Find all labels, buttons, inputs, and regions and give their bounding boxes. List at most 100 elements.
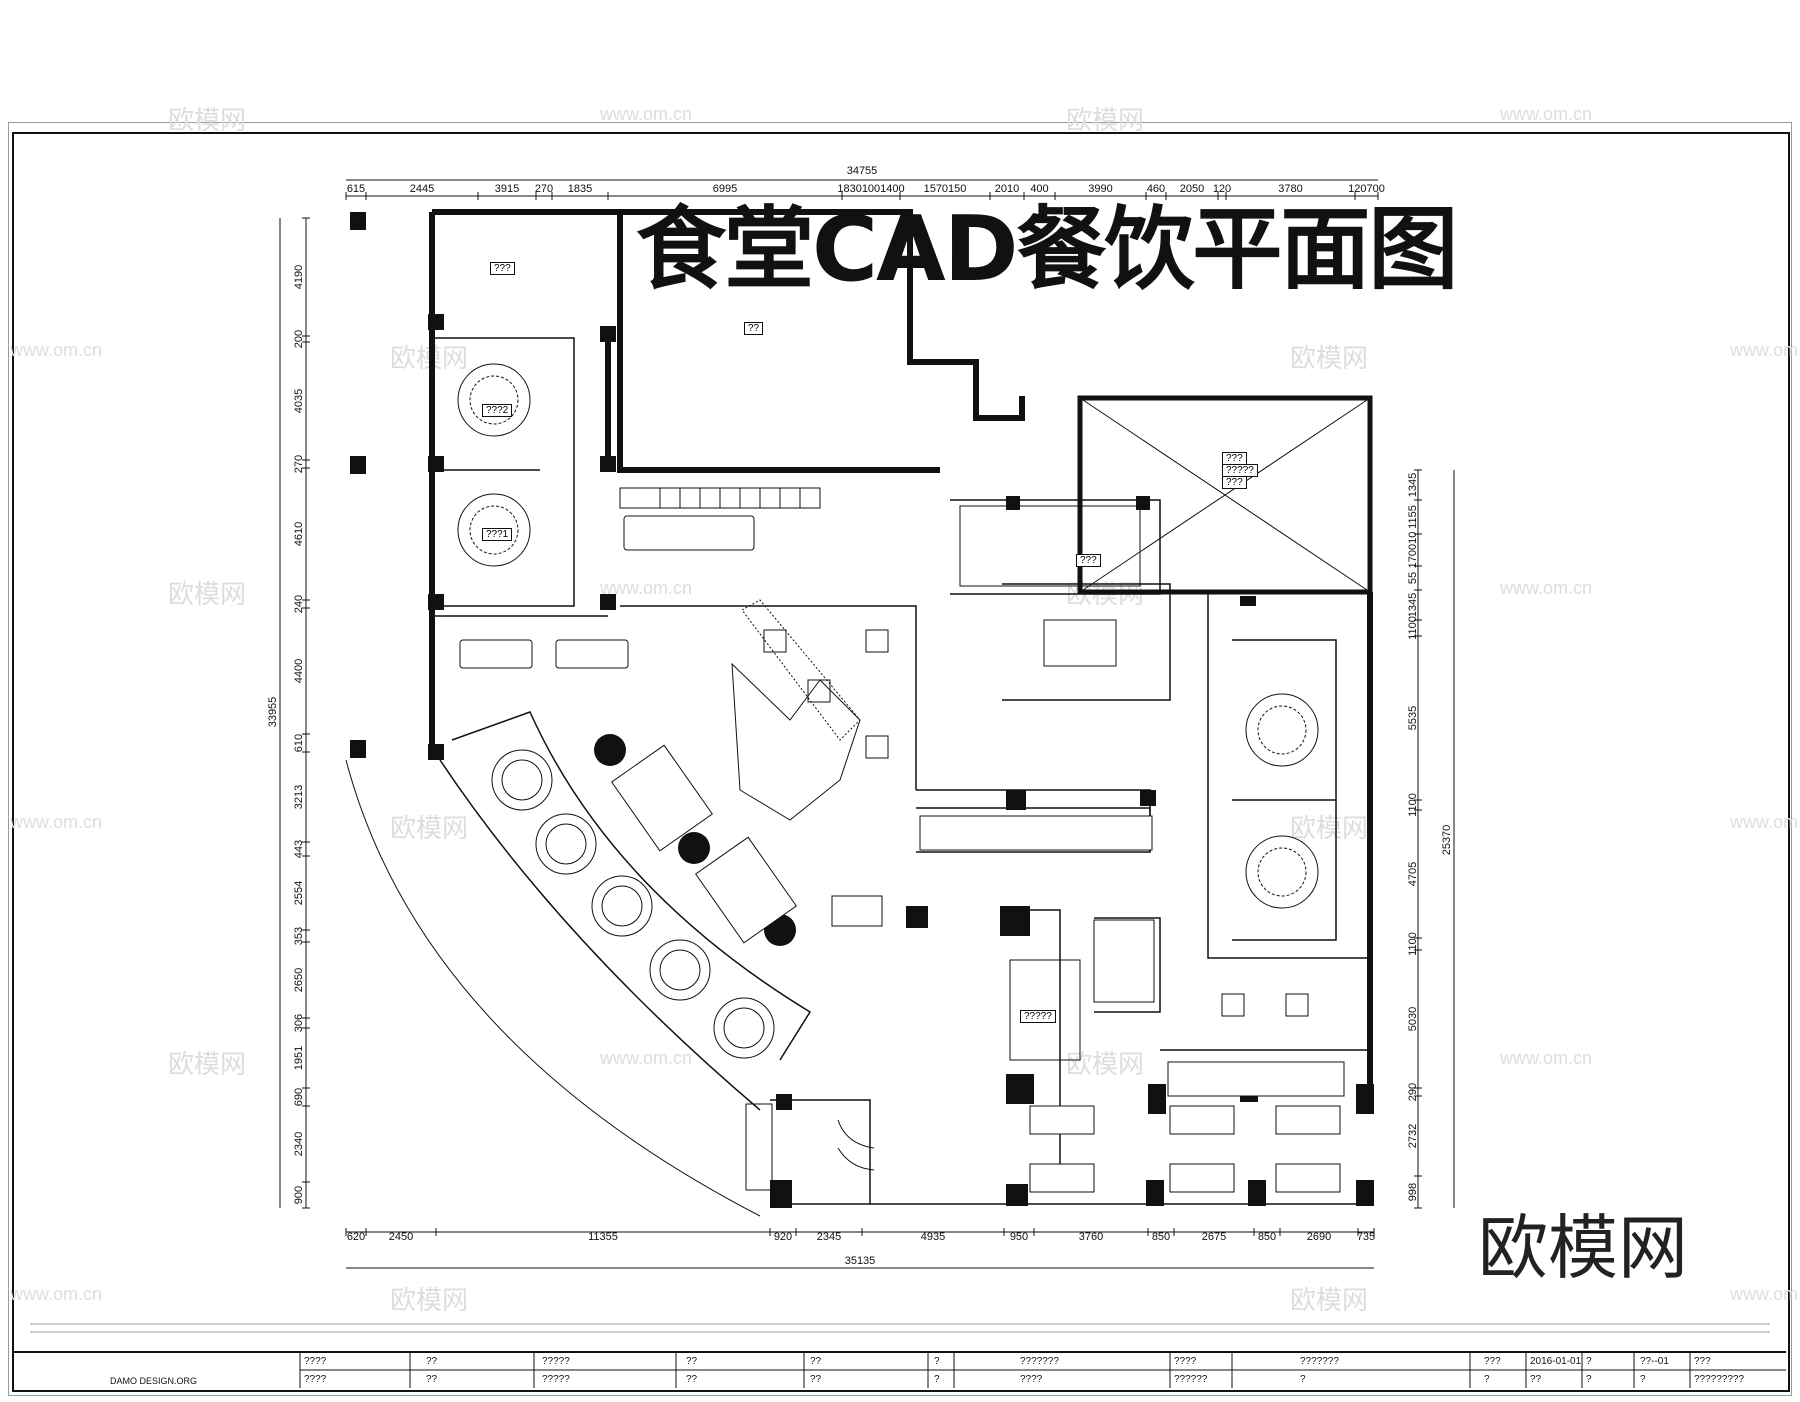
dimension-left: 306	[293, 1014, 305, 1032]
columns	[350, 212, 1374, 1208]
title-block-cell: ??	[810, 1356, 822, 1367]
brand-logo: 欧模网	[1478, 1207, 1688, 1289]
dimension-left: 4035	[293, 389, 305, 413]
dimension-bottom: 620	[347, 1231, 365, 1243]
title-block-cell: ?????????	[1694, 1374, 1745, 1385]
dimension-left: 443	[293, 840, 305, 858]
watermark: 欧模网	[168, 106, 247, 136]
title-block-cell: ?	[1300, 1374, 1306, 1385]
watermark-url: www.om.cn	[1500, 104, 1593, 124]
title-block-cell: ??	[810, 1374, 822, 1385]
title-block-cell: ???	[1694, 1356, 1711, 1367]
title-block-cell: ????	[304, 1374, 327, 1385]
dimension-right: 1100	[1407, 616, 1419, 640]
dimension-top: 120700	[1348, 183, 1385, 195]
title-block-cell: ?	[1586, 1356, 1592, 1367]
title-block-cell: ??	[1530, 1374, 1542, 1385]
dimension-right: 5030	[1407, 1007, 1419, 1031]
title-block-cell: ?	[1640, 1374, 1646, 1385]
dimension-top: 460	[1147, 183, 1165, 195]
title-block-cell: ??????	[1174, 1374, 1208, 1385]
dimension-total-right: 25370	[1441, 825, 1453, 856]
dimension-left: 690	[293, 1088, 305, 1106]
rect-tables	[459, 515, 1345, 1193]
watermark-url: www.om.cn	[600, 1048, 693, 1068]
room-label: ???1	[482, 528, 513, 541]
dimension-left: 4190	[293, 265, 305, 289]
room-label: ?????	[1020, 1010, 1056, 1023]
title-block-cell: ??--01	[1640, 1356, 1669, 1367]
room-label: ???	[1222, 476, 1247, 489]
watermark-url: www.om.cn	[1730, 340, 1800, 360]
title-block-cell: ???????	[1020, 1356, 1059, 1367]
dimension-total-top: 34755	[847, 165, 878, 177]
dimension-left: 610	[293, 734, 305, 752]
stair-area	[619, 397, 1371, 593]
dimension-right: 290	[1407, 1083, 1419, 1101]
dimension-right: 2732	[1407, 1124, 1419, 1148]
dimension-bottom: 2345	[817, 1231, 841, 1243]
dimension-left: 270	[293, 455, 305, 473]
watermark: 欧模网	[390, 1286, 469, 1316]
dimension-left: 240	[293, 595, 305, 613]
dimension-right: 1155	[1407, 505, 1419, 529]
room-label: ???	[490, 262, 515, 275]
outer-walls	[429, 209, 1373, 1090]
watermark-url: www.om.cn	[10, 812, 103, 832]
watermark: 欧模网	[168, 580, 247, 610]
title-block-cell: ??	[426, 1356, 438, 1367]
title-block-cell: ???????	[1300, 1356, 1339, 1367]
room-label: ???2	[482, 404, 513, 417]
watermark-url: www.om.cn	[1500, 1048, 1593, 1068]
drawing-title: 食堂CAD餐饮平面图	[636, 197, 1458, 302]
dimension-right: 4705	[1407, 862, 1419, 886]
dimension-lines	[279, 179, 1455, 1269]
dimension-bottom: 4935	[921, 1231, 945, 1243]
watermark: 欧模网	[1290, 1286, 1369, 1316]
title-block-cell: ??	[686, 1356, 698, 1367]
dimension-right: 55	[1407, 572, 1419, 584]
dimension-top: 18301001400	[837, 183, 904, 195]
watermark-url: www.om.cn	[1730, 1284, 1800, 1304]
dimension-bottom: 3760	[1079, 1231, 1103, 1243]
service-areas	[731, 505, 1155, 1191]
watermark-url: www.om.cn	[600, 578, 693, 598]
dimension-bottom: 735	[1357, 1231, 1375, 1243]
watermark: 欧模网	[1066, 1050, 1145, 1080]
dimension-top: 400	[1030, 183, 1048, 195]
dimension-bottom: 2675	[1202, 1231, 1226, 1243]
title-block-cell: ??	[686, 1374, 698, 1385]
title-block-cell: ?	[1484, 1374, 1490, 1385]
dimension-left: 2340	[293, 1132, 305, 1156]
room-label: ??	[744, 322, 764, 335]
dimension-right: 170010	[1407, 532, 1419, 569]
dimension-top: 2445	[410, 183, 434, 195]
dimension-top: 1570150	[924, 183, 967, 195]
dimension-bottom: 2450	[389, 1231, 413, 1243]
dimension-top: 615	[347, 183, 365, 195]
outer-frame	[8, 122, 1792, 1396]
watermark: 欧模网	[1066, 106, 1145, 136]
dimension-top: 3915	[495, 183, 519, 195]
dimension-total-left: 33955	[267, 697, 279, 728]
dimension-right: 5535	[1407, 706, 1419, 730]
dimension-top: 2010	[995, 183, 1019, 195]
watermark-url: www.om.cn	[600, 104, 693, 124]
dimension-top: 270	[535, 183, 553, 195]
curved-facade	[345, 711, 812, 1217]
watermark-url: www.om.cn	[1730, 812, 1800, 832]
inner-frame	[12, 132, 1790, 1392]
title-block-cell: ?????	[542, 1374, 570, 1385]
watermark: 欧模网	[1290, 344, 1369, 374]
square-tables	[763, 629, 1309, 1017]
dimension-top: 3780	[1278, 183, 1302, 195]
dimension-left: 3213	[293, 785, 305, 809]
dimension-top: 2050	[1180, 183, 1204, 195]
dimension-bottom: 850	[1258, 1231, 1276, 1243]
dimension-left: 200	[293, 330, 305, 348]
dimension-bottom: 11355	[588, 1231, 618, 1243]
dimension-left: 4400	[293, 659, 305, 683]
title-block-cell: ????	[1020, 1374, 1043, 1385]
dimension-left: 900	[293, 1186, 305, 1204]
